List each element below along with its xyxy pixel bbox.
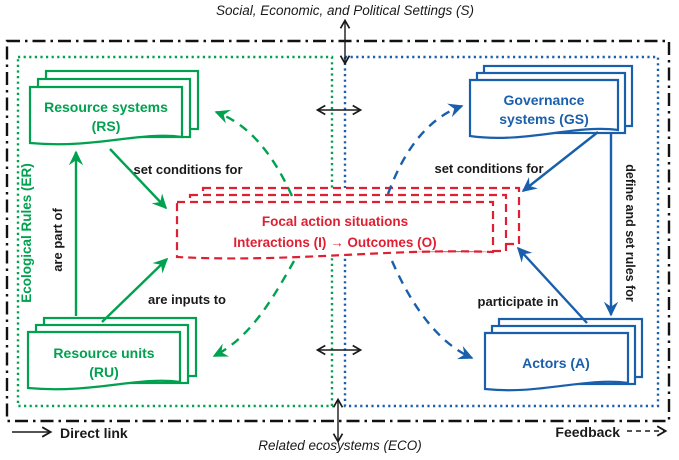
actors-box: [483, 317, 644, 392]
focal-title-line1: Focal action situations: [262, 214, 408, 229]
governance-systems-box: [468, 64, 634, 140]
rs-set-conditions-arrow: [109, 148, 168, 210]
feedback-label: Feedback: [555, 424, 620, 440]
resource-units-box: [26, 316, 198, 391]
governance-title-line1: Governance: [504, 92, 585, 108]
ru-are-inputs-arrow: [101, 257, 169, 323]
resource-units-title-line1: Resource units: [53, 345, 154, 361]
actors-title: Actors (A): [522, 355, 590, 371]
direct-link-label: Direct link: [60, 425, 128, 441]
are-part-of-label: are part of: [50, 208, 65, 272]
actors-page-front: [483, 331, 630, 392]
define-and-set-rules-label: define and set rules for: [623, 164, 637, 302]
focal-action-box: [175, 186, 521, 260]
gs-set-conditions-arrow: [521, 131, 599, 192]
focal-title-line2: Interactions (I) → Outcomes (O): [233, 235, 436, 250]
set-conditions-left-label: set conditions for: [133, 162, 242, 177]
feedback-to-actors-curve: [390, 260, 474, 360]
related-ecosystems-label: Related ecosystems (ECO): [258, 438, 422, 453]
set-conditions-right-label: set conditions for: [434, 161, 543, 176]
resource-systems-title-line1: Resource systems: [44, 99, 168, 115]
settings-title: Social, Economic, and Political Settings…: [216, 3, 474, 18]
resource-units-page-front: [26, 330, 182, 391]
governance-title-line2: systems (GS): [499, 111, 588, 127]
ecological-rules-label: Ecological Rules (ER): [19, 163, 34, 303]
feedback-to-governance-curve: [386, 103, 464, 195]
participate-in-label: participate in: [478, 294, 559, 309]
resource-systems-title-line2: (RS): [92, 118, 121, 134]
resource-systems-box: [28, 69, 200, 146]
are-inputs-to-label: are inputs to: [148, 292, 226, 307]
feedback-to-resource-units-curve: [212, 260, 296, 358]
outer-settings-border: [5, 39, 671, 423]
resource-units-title-line2: (RU): [89, 364, 119, 380]
resource-systems-page-front: [28, 85, 184, 146]
feedback-to-resource-systems-curve: [214, 109, 294, 197]
focal-page-front: [175, 200, 495, 260]
actors-participate-arrow: [516, 246, 588, 324]
governance-page-front: [468, 78, 620, 140]
